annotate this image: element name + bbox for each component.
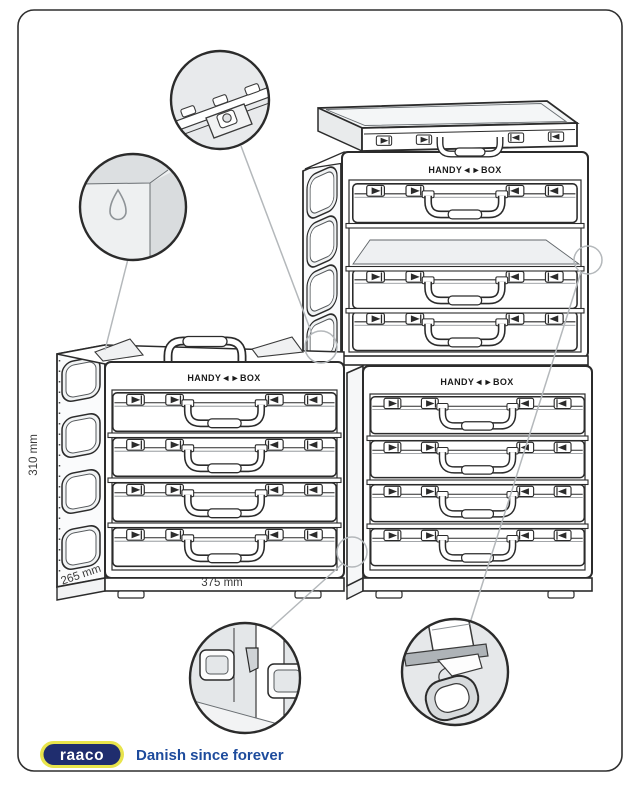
interlock-hook: [245, 647, 259, 673]
connector-line: [270, 563, 343, 629]
shelf-rail: [107, 432, 342, 439]
cabinet-side-sliver: [346, 364, 364, 588]
callout-rail-clip: [169, 49, 271, 151]
handybox-label: HANDY◄►BOX: [440, 377, 513, 387]
cabinet-base: [362, 577, 593, 592]
cabinet-top-right: HANDY◄►BOX: [302, 151, 589, 375]
cabinet-foot: [117, 590, 145, 599]
footer: raaco Danish since forever: [40, 741, 284, 768]
marker-circle: [304, 330, 338, 364]
dimension-height-label: 310 mm: [28, 434, 40, 476]
shelf-rail: [107, 477, 342, 484]
caster-wheel-icon: [424, 674, 480, 722]
handybox-label: HANDY◄►BOX: [428, 165, 501, 175]
marker-circle: [573, 245, 603, 275]
loose-case-on-top: [317, 100, 580, 158]
cabinet-base: [104, 577, 345, 592]
storage-case: [353, 184, 577, 223]
storage-case: [371, 485, 585, 522]
storage-case: [113, 438, 336, 477]
storage-case: [113, 483, 336, 522]
callout-stacking-feet: [188, 621, 302, 735]
storage-case: [113, 393, 336, 432]
cabinet-bottom-right: HANDY◄►BOX: [346, 364, 593, 601]
shelf-rail: [345, 307, 585, 314]
storage-case: [353, 312, 577, 351]
storage-case: [113, 528, 336, 567]
cabinet-foot: [375, 590, 403, 599]
mounting-plate: [403, 643, 489, 667]
footer-tagline: Danish since forever: [136, 747, 284, 764]
raaco-logo: raaco: [40, 741, 124, 768]
storage-case: [371, 441, 585, 478]
callout-caster-wheel: [400, 617, 510, 727]
wall-keyhole-icon: [109, 188, 127, 221]
shelf-rail: [366, 523, 589, 530]
storage-case: [371, 529, 585, 566]
handybox-label: HANDY◄►BOX: [187, 373, 260, 383]
wheel-bracket: [436, 653, 483, 677]
cabinet-base: [341, 355, 589, 366]
folded-flap: [251, 336, 305, 358]
cabinet-foot: [547, 590, 575, 599]
shelf-rail: [345, 222, 585, 229]
logo-brand-text: raaco: [60, 747, 104, 764]
carry-handle: [163, 335, 247, 364]
clip-pin: [222, 113, 232, 123]
shelf-rail: [366, 435, 589, 442]
callout-connectors: [104, 145, 603, 629]
callout-wall-keyhole: [78, 152, 188, 262]
cabinet-left: HANDY◄►BOX: [56, 335, 345, 601]
shelf-rail: [107, 522, 342, 529]
case-handle-grip: [454, 147, 486, 157]
storage-case: [353, 270, 577, 309]
marker-circle: [336, 536, 368, 568]
storage-case: [371, 397, 585, 434]
shelf-rail: [345, 265, 585, 272]
logo-pill: [43, 744, 121, 765]
connector-line: [469, 271, 582, 624]
folded-flap: [94, 338, 145, 362]
connector-line: [104, 258, 129, 351]
shelf-rail: [366, 479, 589, 486]
cabinet-side-panel: [56, 343, 106, 589]
connector-line: [240, 145, 313, 335]
dimension-width-label: 375 mm: [201, 577, 243, 589]
